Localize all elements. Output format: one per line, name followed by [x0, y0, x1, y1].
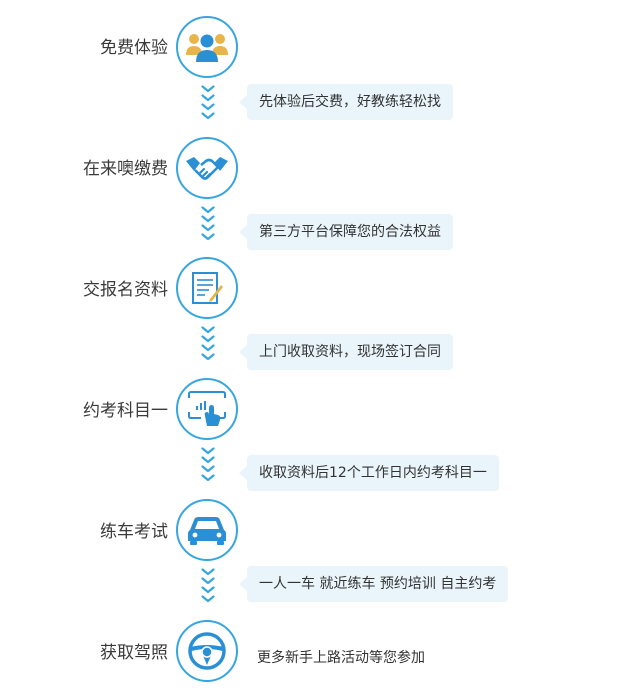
note-bubble-1: 先体验后交费，好教练轻松找 — [239, 84, 453, 120]
note-bubble-4: 收取资料后12个工作日内约考科目一 — [239, 455, 499, 491]
chevron-down-icon — [201, 224, 215, 232]
note-text-6: 更多新手上路活动等您参加 — [257, 650, 425, 666]
chevron-down-icon — [201, 344, 215, 352]
chevron-down-icon — [201, 103, 215, 111]
step-circle-3 — [176, 257, 238, 319]
chevron-down-icon — [201, 456, 215, 464]
chevron-down-icon — [201, 94, 215, 102]
step-title-get-license: 获取驾照 — [100, 643, 168, 663]
chevron-down-icon — [201, 568, 215, 576]
chevron-down-icon — [201, 474, 215, 482]
chevron-down-icon — [201, 586, 215, 594]
chevron-down-icon — [201, 206, 215, 214]
chevron-down-icon — [201, 447, 215, 455]
connector-2 — [199, 206, 217, 242]
chevron-down-icon — [201, 85, 215, 93]
step-circle-1 — [176, 16, 238, 78]
chevron-down-icon — [201, 353, 215, 361]
steering-wheel-icon — [188, 632, 226, 670]
step-title-pay: 在来噢缴费 — [83, 159, 168, 179]
chevron-down-icon — [201, 233, 215, 241]
step-title-free-trial: 免费体验 — [100, 38, 168, 58]
step-circle-4 — [176, 378, 238, 440]
chevron-down-icon — [201, 465, 215, 473]
chevron-down-icon — [201, 595, 215, 603]
step-title-book-exam: 约考科目一 — [83, 401, 168, 421]
step-circle-6 — [176, 620, 238, 682]
chevron-down-icon — [201, 577, 215, 585]
note-bubble-3: 上门收取资料，现场签订合同 — [239, 334, 453, 370]
connector-4 — [199, 447, 217, 483]
chevron-down-icon — [201, 112, 215, 120]
car-icon — [188, 517, 226, 545]
connector-5 — [199, 568, 217, 604]
handshake-icon — [186, 157, 228, 180]
step-title-submit-docs: 交报名资料 — [83, 280, 168, 300]
step-title-practice-exam: 练车考试 — [100, 522, 168, 542]
step-circle-5 — [176, 499, 238, 561]
chevron-down-icon — [201, 215, 215, 223]
users-icon — [186, 34, 228, 62]
chevron-down-icon — [201, 326, 215, 334]
chevron-down-icon — [201, 335, 215, 343]
note-bubble-2: 第三方平台保障您的合法权益 — [239, 214, 453, 250]
connector-3 — [199, 326, 217, 362]
step-circle-2 — [176, 137, 238, 199]
connector-1 — [199, 85, 217, 121]
note-bubble-5: 一人一车 就近练车 预约培训 自主约考 — [238, 566, 509, 602]
touch-screen-icon — [188, 391, 226, 426]
document-pen-icon — [192, 272, 223, 304]
